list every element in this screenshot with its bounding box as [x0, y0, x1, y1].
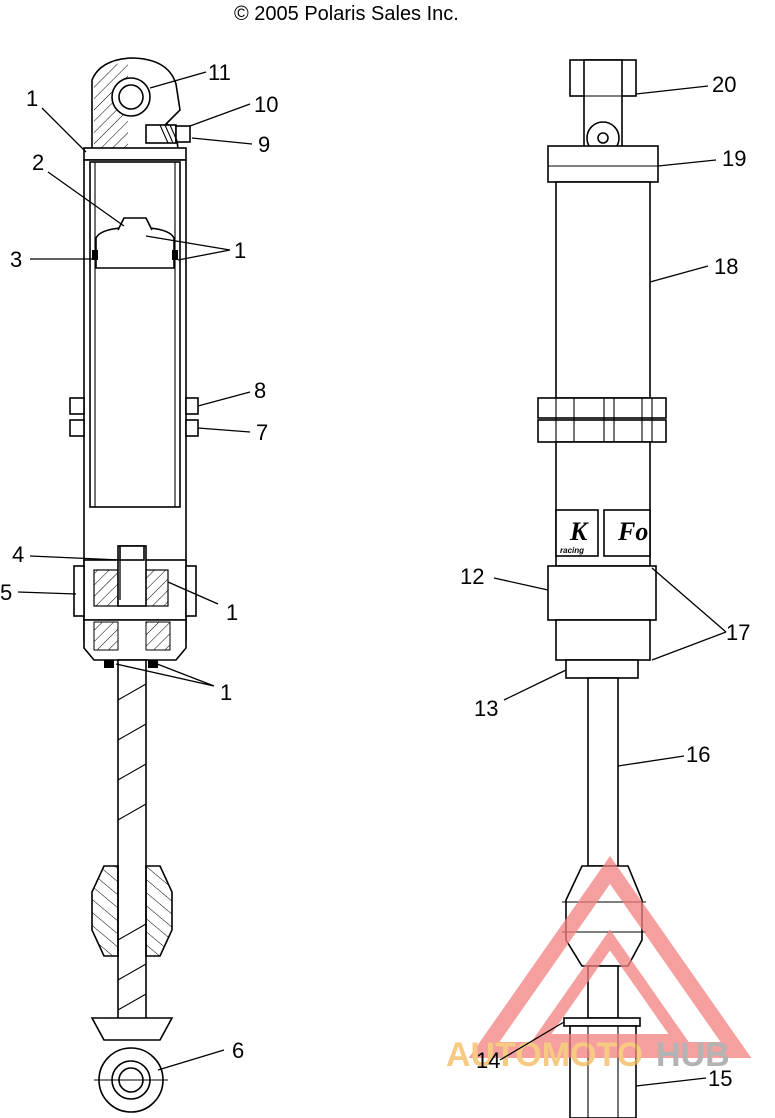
callout-1-top: 1 — [26, 86, 38, 111]
watermark-triangle-outer — [468, 856, 752, 1058]
side-band-right — [185, 565, 197, 617]
seal-head-hatch-right — [145, 621, 171, 651]
callout-1-lower: 1 — [220, 680, 232, 705]
reservoir-cap — [547, 145, 659, 183]
callout-labels: 1 2 3 1 11 10 9 8 7 4 5 1 1 6 20 19 18 1… — [0, 60, 750, 1091]
bottom-flange — [90, 1017, 174, 1041]
inner-cylinder — [89, 161, 181, 508]
top-mount-bolt-center — [597, 132, 609, 144]
callout-15: 15 — [708, 1066, 732, 1091]
clip-right-upper — [185, 397, 199, 415]
clip-left-lower — [69, 419, 85, 437]
callout-7: 7 — [256, 420, 268, 445]
watermark-text-primary: AUTOMOTO — [446, 1036, 643, 1074]
shock-body — [555, 181, 651, 399]
callout-19: 19 — [722, 146, 746, 171]
piston-shaft — [117, 659, 147, 1026]
floating-piston-cap — [117, 217, 153, 231]
decal-right — [603, 509, 651, 557]
clip-left-upper — [69, 397, 85, 415]
decal-logo-sub: racing — [560, 546, 584, 555]
callout-12: 12 — [460, 564, 484, 589]
preload-ring-lower — [537, 419, 667, 443]
callout-16: 16 — [686, 742, 710, 767]
watermark: AUTOMOTO HUB — [446, 856, 752, 1074]
shaft-section-lines — [117, 683, 147, 1011]
seal-head-hatch-left — [93, 621, 119, 651]
callout-2: 2 — [32, 150, 44, 175]
collar-lower — [555, 619, 651, 661]
shaft-nut-top — [119, 545, 145, 561]
callout-3: 3 — [10, 247, 22, 272]
callout-8: 8 — [254, 378, 266, 403]
decal-logo-right: Fo — [617, 517, 648, 546]
fill-valve-screw — [175, 125, 191, 143]
exterior-shock-view: K racing Fo — [537, 59, 667, 1118]
copyright-text: © 2005 Polaris Sales Inc. — [234, 3, 459, 25]
seal-ring-left — [104, 660, 114, 668]
top-eyelet-bore — [118, 84, 144, 110]
top-cap-ring — [83, 147, 187, 161]
clip-right-lower — [185, 419, 199, 437]
floating-piston — [95, 227, 175, 269]
piston-o-ring-right — [172, 250, 178, 260]
callout-17: 17 — [726, 620, 750, 645]
callout-20: 20 — [712, 72, 736, 97]
shaft — [587, 677, 619, 867]
callout-13: 13 — [474, 696, 498, 721]
damper-piston-left — [93, 569, 119, 607]
callout-9: 9 — [258, 132, 270, 157]
damper-piston-right — [143, 569, 169, 607]
callout-1-piston: 1 — [234, 238, 246, 263]
callout-10: 10 — [254, 92, 278, 117]
piston-o-ring-left — [92, 250, 98, 260]
ring-notches — [555, 398, 653, 442]
washer — [563, 1017, 641, 1027]
watermark-text-secondary: HUB — [656, 1036, 730, 1074]
side-band-left — [73, 565, 85, 617]
callout-11: 11 — [208, 60, 231, 85]
callout-6: 6 — [232, 1038, 244, 1063]
collar — [547, 565, 657, 621]
shaft-lower — [587, 965, 619, 1019]
cutaway-shock-view — [69, 57, 199, 1113]
leader-lines — [17, 71, 727, 1087]
watermark-triangle-inner — [528, 929, 692, 1046]
seal-cap — [565, 659, 639, 679]
bottom-out-bumper — [91, 865, 119, 957]
bottom-out-bumper-r — [145, 865, 173, 957]
callout-5: 5 — [0, 580, 12, 605]
callout-1-seal: 1 — [226, 600, 238, 625]
fill-valve-thread — [159, 124, 179, 144]
preload-ring-upper — [537, 397, 667, 419]
callout-18: 18 — [714, 254, 738, 279]
decal-logo-left: K — [569, 517, 589, 546]
callout-4: 4 — [12, 542, 24, 567]
decal-left — [555, 509, 599, 557]
callout-14: 14 — [476, 1048, 500, 1073]
seal-ring-right — [148, 660, 158, 668]
